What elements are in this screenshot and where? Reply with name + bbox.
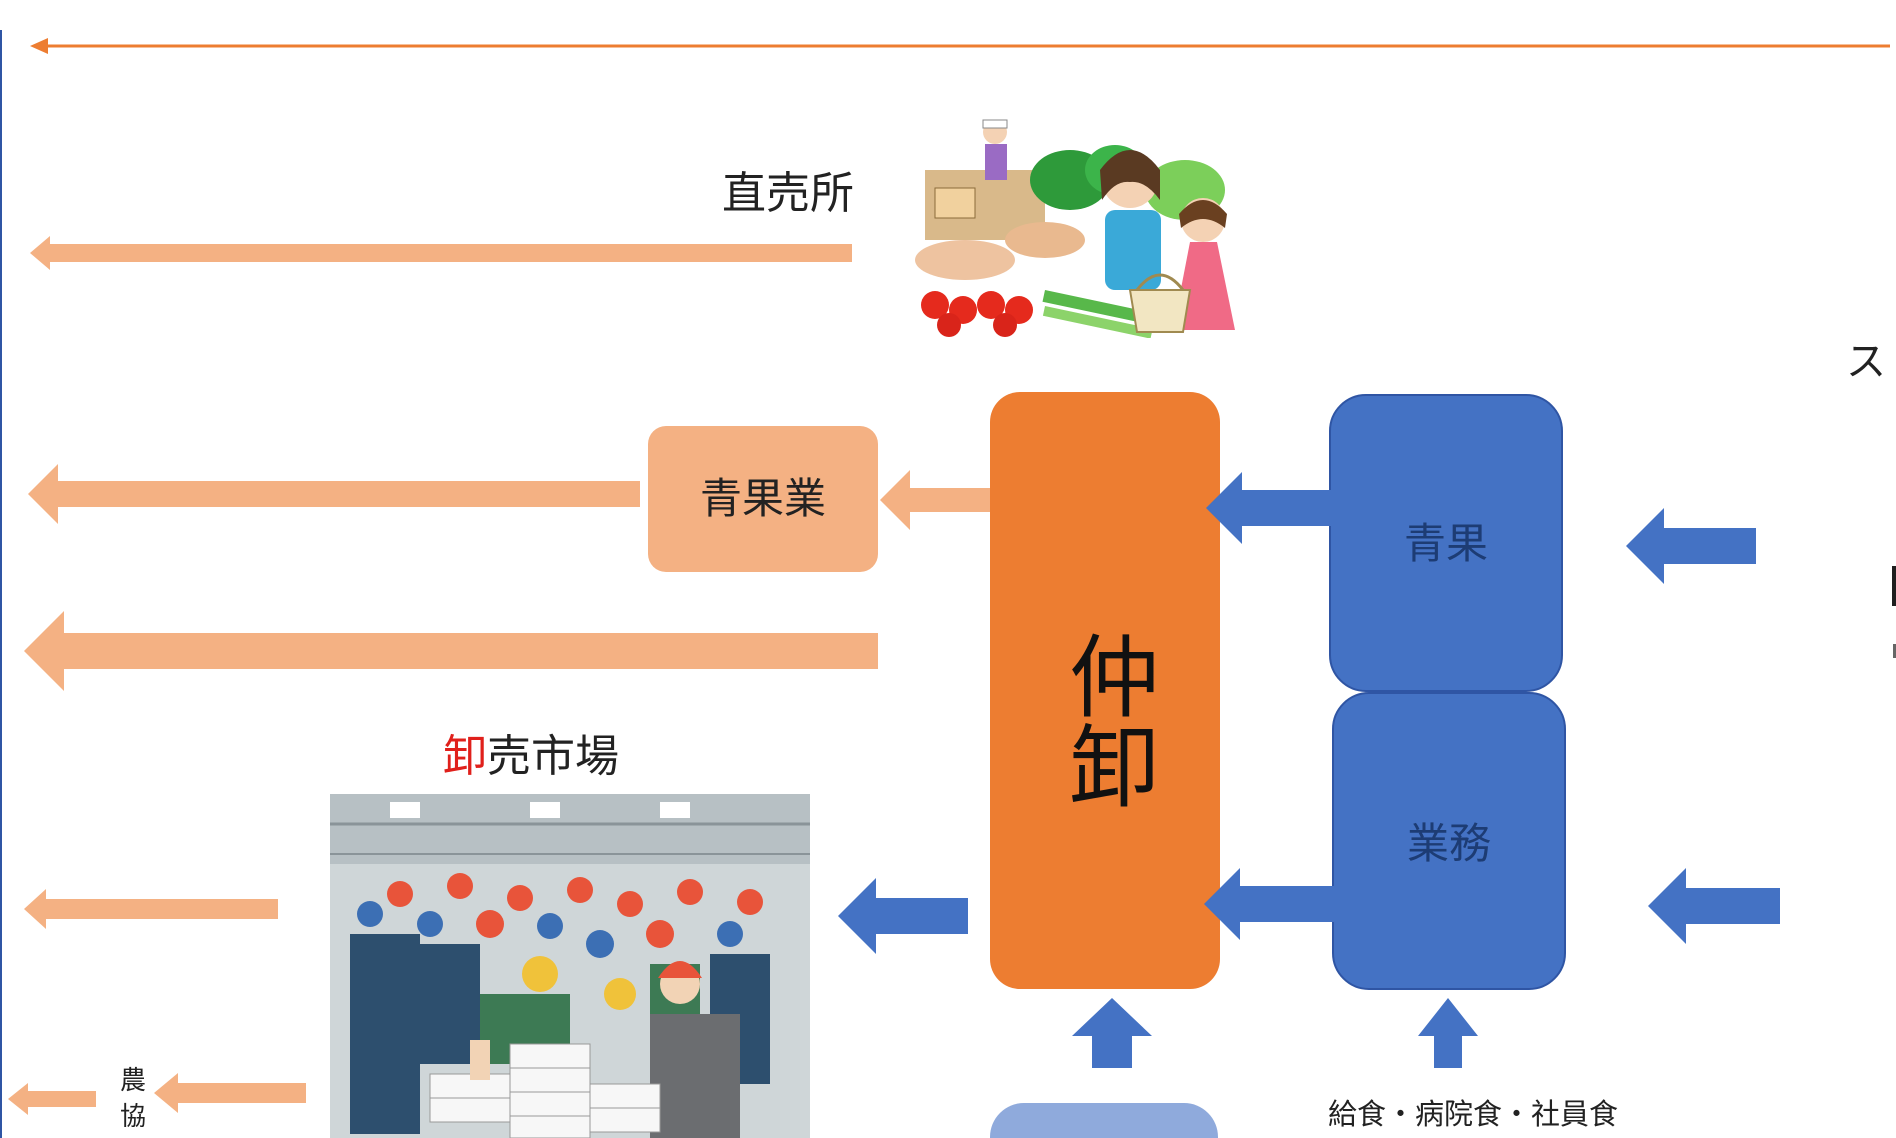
market-image [330, 794, 810, 1138]
arrow-into-business [1648, 868, 1780, 944]
arrow-up-to-business [1418, 998, 1478, 1068]
produce-label-wrap: 青果 [1330, 490, 1562, 590]
business-label-wrap: 業務 [1333, 790, 1565, 890]
arrow-up-to-nakaoroshi [1072, 998, 1152, 1068]
top-thin-arrow [30, 38, 1890, 54]
coop-label-2: 協 [120, 1102, 147, 1132]
nakaoroshi-label-wrap: 仲卸 [990, 620, 1220, 820]
arrow-into-produce [1626, 508, 1756, 584]
arrow-business-to-nakaoroshi [1204, 868, 1334, 940]
market-label-red: 卸 [443, 731, 487, 782]
business-box [1332, 692, 1566, 990]
coop-label-1: 農 [120, 1066, 147, 1096]
arrow-direct-store [30, 236, 852, 270]
right-edge-label: ス [1846, 339, 1886, 385]
arrow-coop-left [8, 1083, 96, 1115]
direct-store-label: 直売所 [722, 168, 854, 219]
catering-label: 給食・病院食・社員食 [1328, 1097, 1619, 1131]
nakaoroshi-label: 仲卸 [1053, 630, 1159, 810]
grocer-box-label-wrap: 青果業 [648, 426, 878, 572]
direct-store-image [905, 110, 1257, 338]
bottom-box [990, 1103, 1218, 1138]
arrow-big-left [24, 611, 878, 691]
nakaoroshi-box [990, 392, 1220, 989]
arrow-grocer-out [28, 464, 640, 524]
right-edge-mark [1892, 566, 1896, 606]
grocer-label: 青果業 [699, 474, 826, 523]
arrow-to-coop [154, 1073, 306, 1113]
business-label: 業務 [1406, 818, 1491, 868]
arrow-produce-to-nakaoroshi [1206, 472, 1336, 544]
arrow-nakaoroshi-to-market [838, 878, 968, 954]
right-edge-mark-2 [1893, 644, 1896, 658]
arrow-nakaoroshi-to-grocer [880, 470, 1018, 530]
produce-label: 青果 [1403, 518, 1488, 568]
arrow-market-out [24, 889, 278, 929]
market-label: 卸売市場 [443, 735, 619, 779]
market-label-rest: 売市場 [487, 731, 619, 782]
produce-box [1329, 394, 1563, 692]
grocer-box [648, 426, 878, 572]
